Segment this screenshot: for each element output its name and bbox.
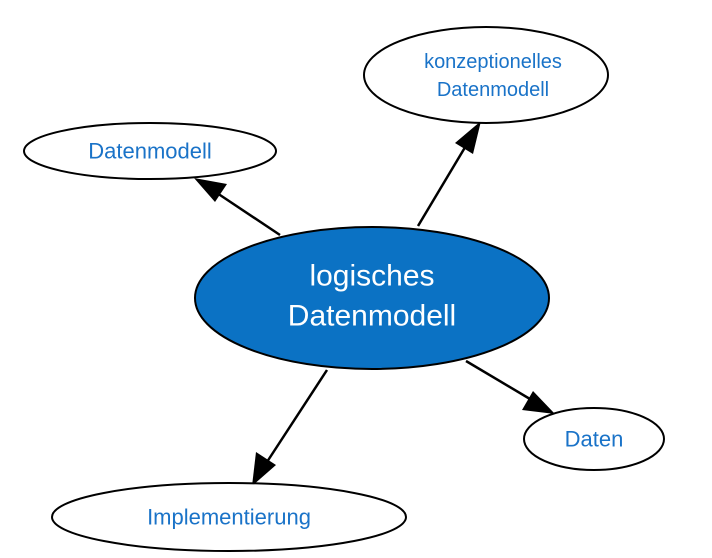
- node-implementierung[interactable]: Implementierung: [51, 482, 407, 552]
- edge-to-datenmodell: [194, 178, 281, 237]
- node-logisches-datenmodell[interactable]: logisches Datenmodell: [194, 226, 550, 370]
- edge-to-daten: [465, 359, 555, 414]
- center-label-line2: Datenmodell: [288, 300, 456, 333]
- node-label: Datenmodell: [88, 139, 212, 164]
- arrowhead: [194, 178, 227, 202]
- arrowhead: [455, 121, 481, 154]
- edge-to-konzeptionelles: [416, 121, 481, 227]
- node-label-line2: Datenmodell: [437, 79, 549, 101]
- arrowhead: [252, 452, 276, 486]
- node-konzeptionelles-datenmodell[interactable]: konzeptionelles Datenmodell: [363, 26, 609, 124]
- node-label: Implementierung: [147, 505, 311, 530]
- node-label-line1: konzeptionelles: [424, 51, 562, 73]
- center-label-line1: logisches: [309, 260, 434, 293]
- edge-to-implementierung: [252, 369, 329, 486]
- node-daten[interactable]: Daten: [523, 407, 665, 471]
- node-datenmodell[interactable]: Datenmodell: [23, 122, 277, 180]
- node-label: Daten: [565, 427, 624, 452]
- arrowhead: [522, 391, 555, 414]
